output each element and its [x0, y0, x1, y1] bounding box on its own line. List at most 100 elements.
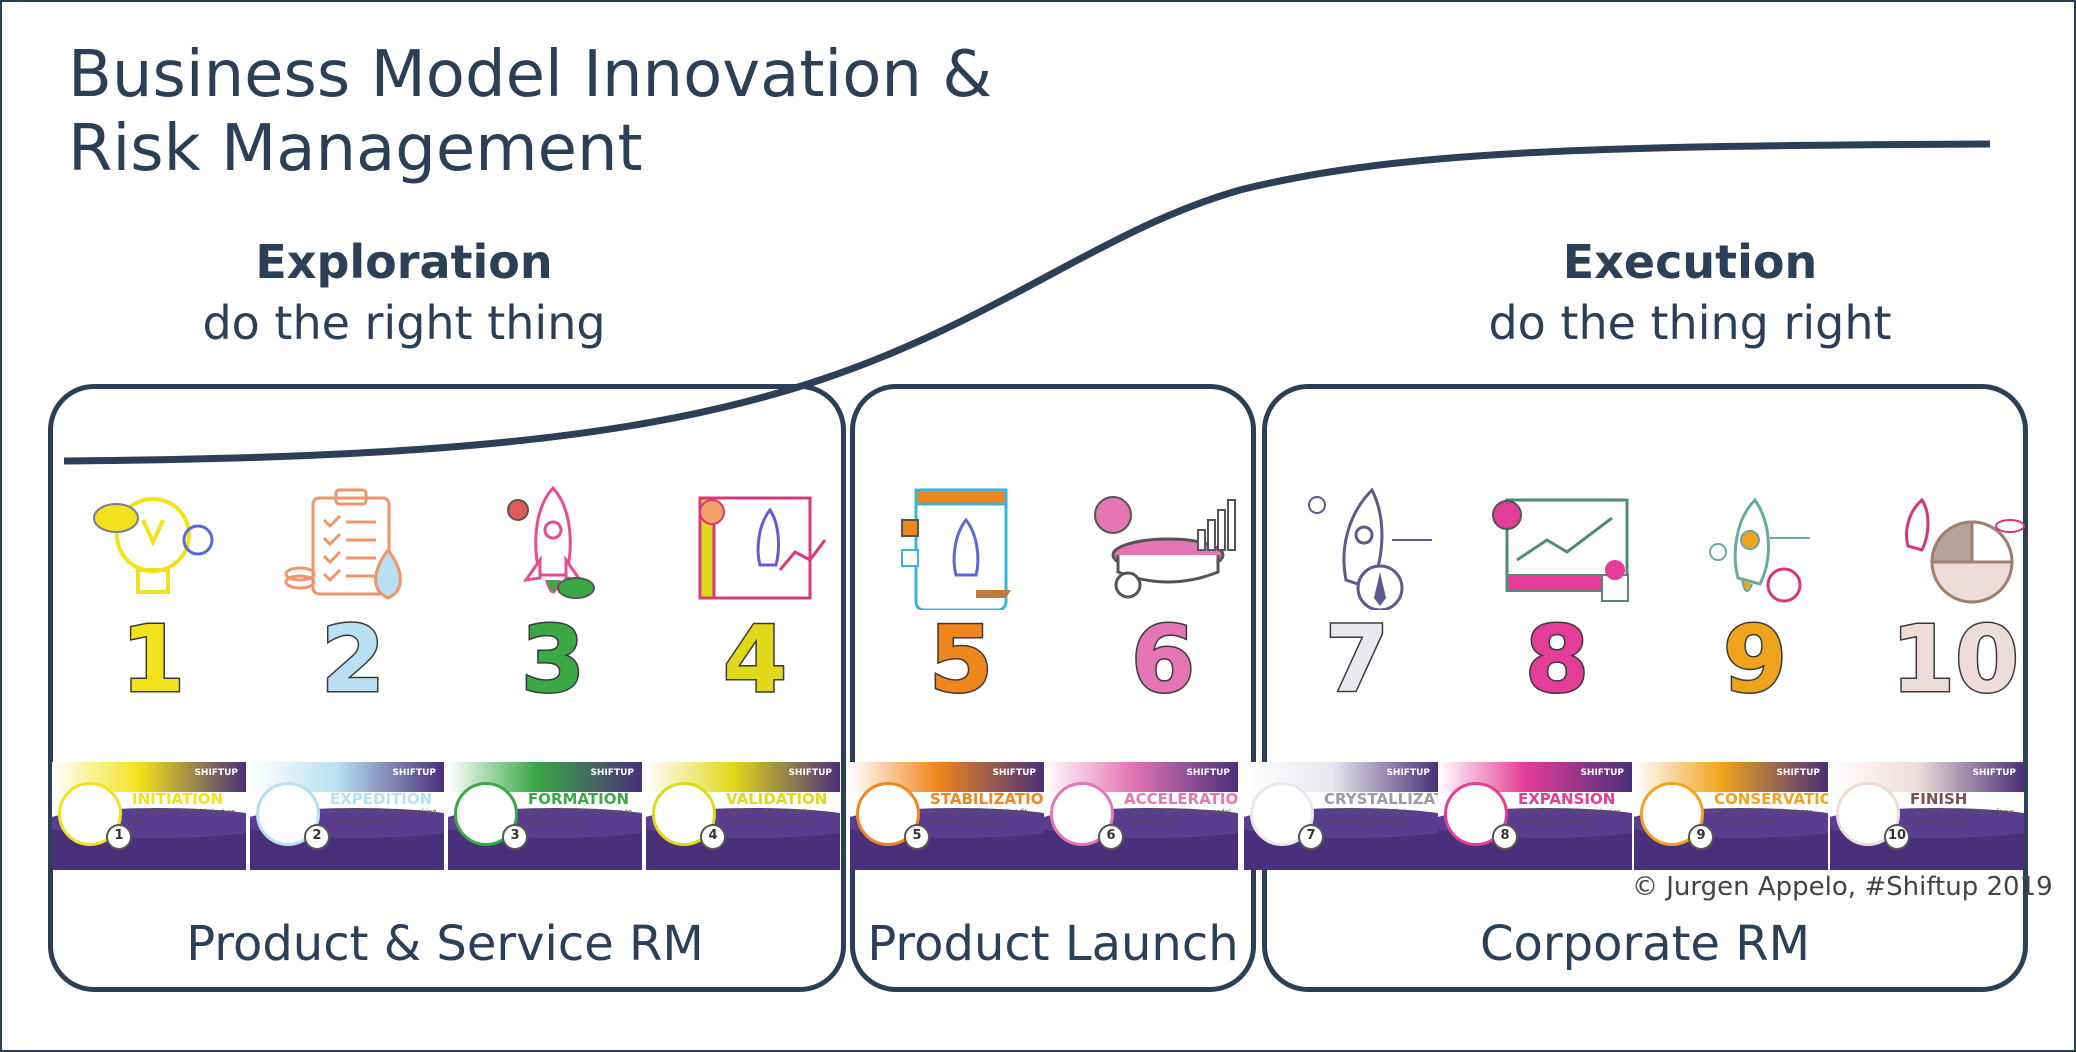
stage-4: 4: [660, 480, 850, 713]
card-brand-logo: SHIFTUP: [590, 768, 634, 778]
card-stage-name: EXPEDITION: [330, 790, 433, 808]
card-number: 8: [1492, 824, 1518, 850]
stage-8: 8: [1462, 480, 1652, 713]
card-stage-description: Expansion to other territories and produ…: [1518, 808, 1621, 825]
card-number: 5: [904, 824, 930, 850]
card-stage-description: Seeking business/market fit, preparing t…: [930, 808, 1030, 825]
card-stage-name: FORMATION: [528, 790, 630, 808]
card-number: 4: [700, 824, 726, 850]
lightbulb-rocket-icon: [93, 497, 214, 594]
growth-chart-icon: [1492, 498, 1629, 602]
card-stage-name: FINISH: [1910, 790, 1968, 808]
card-brand-logo: SHIFTUP: [992, 768, 1036, 778]
card-number: 1: [106, 824, 132, 850]
stage-number: 5: [927, 606, 994, 713]
copyright-notice: © Jurgen Appelo, #Shiftup 2019: [1632, 872, 2053, 902]
box-corporate-rm: [1262, 384, 2028, 992]
card-stage-description: All goals achieved, business model is in…: [1714, 808, 1813, 825]
tablet-rocket-icon: [901, 488, 1011, 610]
stage-10: 10: [1860, 480, 2050, 713]
stage-number: 3: [519, 606, 586, 713]
card-number: 3: [502, 824, 528, 850]
exploration-header: Exploration do the right thing: [104, 232, 704, 354]
title-line-1: Business Model Innovation &: [68, 38, 993, 112]
card-brand-logo: SHIFTUP: [1776, 768, 1820, 778]
stage-number: 6: [1129, 606, 1196, 713]
stage-3: 3: [458, 480, 648, 713]
card-number: 6: [1098, 824, 1124, 850]
card-number: 10: [1884, 824, 1910, 850]
label-product-service-rm: Product & Service RM: [186, 916, 704, 972]
card-stage-description: Established in a market, switching to op…: [1324, 808, 1415, 825]
stage-number: 2: [319, 606, 386, 713]
clipboard-checklist-icon: [284, 488, 402, 600]
card-stage-description: The business model is just an idea.: [132, 808, 236, 825]
stage-2: 2: [258, 480, 448, 713]
card-brand-logo: SHIFTUP: [1386, 768, 1430, 778]
stage-number: 4: [721, 606, 788, 713]
execution-header: Execution do the thing right: [1390, 232, 1990, 354]
card-stage-name: VALIDATION: [726, 790, 828, 808]
stage-9: 9: [1660, 480, 1850, 713]
rocket-conservation-icon: [1709, 497, 1810, 603]
graduation-cap-growth-icon: [1094, 496, 1236, 599]
execution-subtitle: do the thing right: [1488, 296, 1892, 350]
book-rocket-icon: [698, 496, 827, 600]
rocket-optimization-icon: [1308, 487, 1432, 610]
stage-number: 1: [119, 606, 186, 713]
card-brand-logo: SHIFTUP: [1580, 768, 1624, 778]
card-icon-circle: [1250, 782, 1314, 846]
stage-card-7: SHIFTUP 7CRYSTALLIZATIONEstablished in a …: [1244, 762, 1438, 870]
pie-chart-finish-icon: [1905, 497, 2025, 604]
card-stage-name: INITIATION: [132, 790, 224, 808]
stage-7: 7: [1262, 480, 1452, 713]
card-brand-logo: SHIFTUP: [194, 768, 238, 778]
stage-6: 6: [1068, 480, 1258, 713]
box-product-launch: [850, 384, 1256, 992]
stage-number: 8: [1523, 606, 1590, 713]
card-number: 2: [304, 824, 330, 850]
card-stage-description: Closure of the business, focus on other …: [1910, 808, 2015, 825]
label-product-launch: Product Launch: [867, 916, 1239, 972]
card-stage-name: EXPANSION: [1518, 790, 1616, 808]
card-stage-name: CONSERVATION: [1714, 790, 1828, 808]
stage-number: 10: [1889, 606, 2020, 713]
stage-card-6: SHIFTUP 6ACCELERATIONScaling up the busin…: [1044, 762, 1238, 870]
stage-number: 7: [1323, 606, 1390, 713]
stage-number: 9: [1721, 606, 1788, 713]
card-icon-circle: [652, 782, 716, 846]
card-number: 9: [1688, 824, 1714, 850]
title-line-2: Risk Management: [68, 112, 643, 186]
card-brand-logo: SHIFTUP: [1186, 768, 1230, 778]
card-brand-logo: SHIFTUP: [392, 768, 436, 778]
card-stage-name: STABILIZATION: [930, 790, 1044, 808]
exploration-subtitle: do the right thing: [202, 296, 606, 350]
stage-1: 1: [58, 480, 248, 713]
stage-card-9: SHIFTUP 9CONSERVATIONAll goals achieved, …: [1634, 762, 1828, 870]
card-stage-description: Iterative experimentation, seeking produ…: [726, 808, 822, 825]
stage-5: 5: [866, 480, 1056, 713]
page-title: Business Model Innovation & Risk Managem…: [68, 38, 992, 186]
label-corporate-rm: Corporate RM: [1480, 916, 1810, 972]
card-stage-name: CRYSTALLIZATION: [1324, 790, 1438, 808]
card-stage-description: Full commitment of a team to pursue the …: [528, 808, 633, 825]
card-brand-logo: SHIFTUP: [788, 768, 832, 778]
execution-heading: Execution: [1562, 235, 1818, 289]
card-stage-description: Scaling up the business model in various…: [1124, 808, 1231, 825]
card-number: 7: [1298, 824, 1324, 850]
rocket-launch-icon: [507, 485, 595, 599]
card-stage-description: Pilot experimentation, seeking problem/s…: [330, 808, 437, 825]
box-product-service-rm: [48, 384, 846, 992]
exploration-heading: Exploration: [255, 235, 553, 289]
card-stage-name: ACCELERATION: [1124, 790, 1238, 808]
card-footer-band: [1634, 808, 1828, 870]
card-brand-logo: SHIFTUP: [1972, 768, 2016, 778]
